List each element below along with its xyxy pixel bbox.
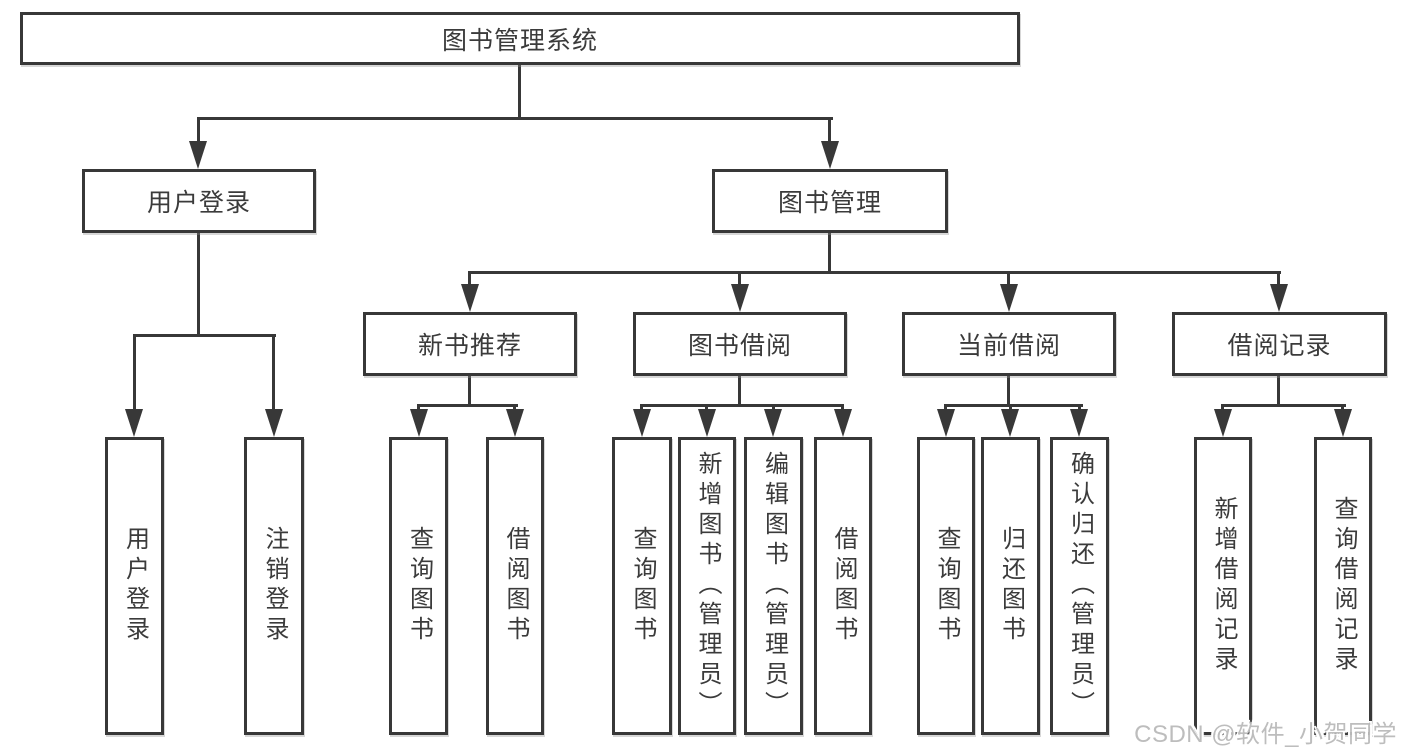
arrowhead [1070,409,1088,437]
node-current-borrow: 当前借阅 [902,312,1116,376]
connector-line [417,404,518,407]
arrowhead [1001,409,1019,437]
node-user-login: 用户登录 [82,169,316,233]
leaf-user-login: 用户登录 [105,437,164,735]
node-label: 用户登录 [121,526,149,646]
connector-line [197,117,833,120]
connector-line [133,334,276,337]
leaf-borrow-edit-books-admin: 编辑图书（管理员） [744,437,803,735]
arrowhead [506,409,524,437]
connector-line [468,271,1281,274]
node-label: 查询图书 [933,526,960,646]
connector-line [133,334,136,414]
node-label: 借阅图书 [830,526,857,646]
arrowhead [125,409,143,437]
connector-line [197,233,200,337]
connector-line [640,404,844,407]
node-label: 借阅图书 [502,526,529,646]
connector-line [1221,404,1346,407]
connector-line [738,271,741,291]
connector-line [197,117,200,150]
arrowhead [834,409,852,437]
node-borrow-records: 借阅记录 [1172,312,1387,376]
leaf-borrow-add-books-admin: 新增图书（管理员） [678,437,736,735]
arrowhead [1334,409,1352,437]
connector-line [1277,271,1280,291]
connector-line [738,376,741,407]
leaf-current-return-books: 归还图书 [981,437,1040,735]
node-label: 确认归还（管理员） [1066,451,1094,721]
node-new-book-recommend: 新书推荐 [363,312,577,376]
leaf-records-query-record: 查询借阅记录 [1314,437,1372,735]
arrowhead [461,284,479,312]
arrowhead [937,409,955,437]
node-label: 查询借阅记录 [1330,496,1357,676]
connector-line [944,404,1083,407]
connector-line [468,271,471,291]
node-label: 用户登录 [146,189,251,217]
node-book-borrow: 图书借阅 [633,312,847,376]
arrowhead [1270,284,1288,312]
leaf-records-add-record: 新增借阅记录 [1194,437,1252,735]
arrowhead [821,141,839,169]
leaf-recommend-borrow-books: 借阅图书 [486,437,544,735]
arrowhead [1214,409,1232,437]
node-label: 编辑图书（管理员） [760,451,788,721]
arrowhead [731,284,749,312]
node-label: 借阅记录 [1227,332,1332,360]
node-label: 查询图书 [405,526,433,646]
node-label: 新增图书（管理员） [694,451,721,721]
node-label: 图书管理 [777,189,882,217]
connector-line [468,376,471,407]
connector-line [272,334,275,414]
node-book-management: 图书管理 [712,169,948,233]
node-label: 图书借阅 [687,332,792,360]
connector-line [828,233,831,274]
arrowhead [410,409,428,437]
node-label: 新书推荐 [417,332,522,360]
leaf-logout: 注销登录 [244,437,304,735]
leaf-borrow-borrow-books: 借阅图书 [814,437,872,735]
arrowhead [764,409,782,437]
arrowhead [265,409,283,437]
leaf-current-confirm-return-admin: 确认归还（管理员） [1050,437,1109,735]
arrowhead [698,409,716,437]
node-label: 注销登录 [261,526,288,646]
connector-line [518,65,521,120]
connector-line [1007,271,1010,291]
connector-line [1007,376,1010,407]
arrowhead [633,409,651,437]
csdn-watermark: CSDN @软件_小贺同学 [1134,721,1397,747]
node-label: 图书管理系统 [441,26,598,55]
leaf-recommend-query-books: 查询图书 [389,437,448,735]
node-label: 新增借阅记录 [1210,496,1237,676]
leaf-borrow-query-books: 查询图书 [612,437,672,735]
node-label: 当前借阅 [956,332,1061,360]
node-root-system: 图书管理系统 [20,12,1020,65]
connector-line [828,117,831,150]
node-label: 归还图书 [997,526,1025,646]
connector-line [1277,376,1280,407]
leaf-current-query-books: 查询图书 [917,437,975,735]
node-label: 查询图书 [629,526,656,646]
arrowhead [1000,284,1018,312]
arrowhead [189,141,207,169]
